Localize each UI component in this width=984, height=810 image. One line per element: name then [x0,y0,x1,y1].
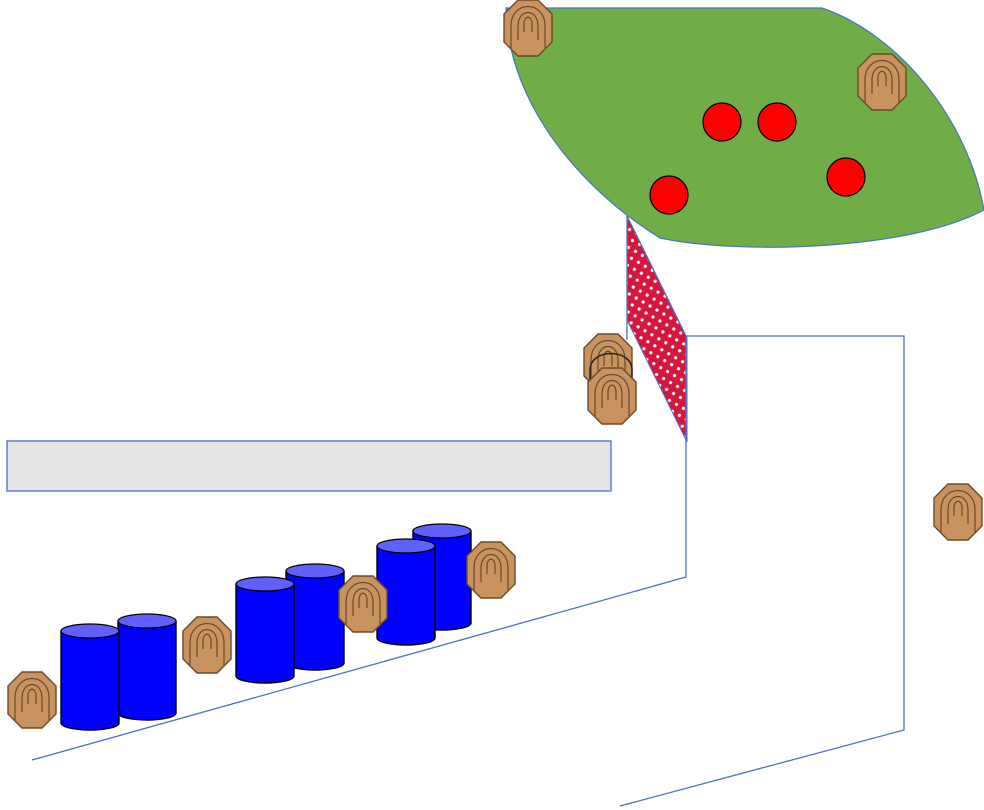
barrel [117,613,177,721]
green-area [505,7,984,248]
target [503,0,553,57]
red-circle [649,175,689,215]
target [338,575,388,633]
target-outline [589,352,633,392]
red-circle [702,102,742,142]
walls [31,335,905,807]
platform [6,440,612,492]
red-circles [649,102,866,215]
barrel [285,563,345,671]
target [857,53,907,111]
wall-right-bay [619,335,905,807]
mesh-edge [626,215,688,339]
red-circle [757,102,797,142]
target [7,671,57,729]
target [587,367,637,425]
wall-lower-lane [31,486,687,761]
target [182,616,232,674]
target [466,541,516,599]
barrel [60,623,120,731]
targets [7,0,983,729]
barrel [235,576,295,684]
target [933,483,983,541]
red-circle [826,157,866,197]
barrels [60,523,472,731]
